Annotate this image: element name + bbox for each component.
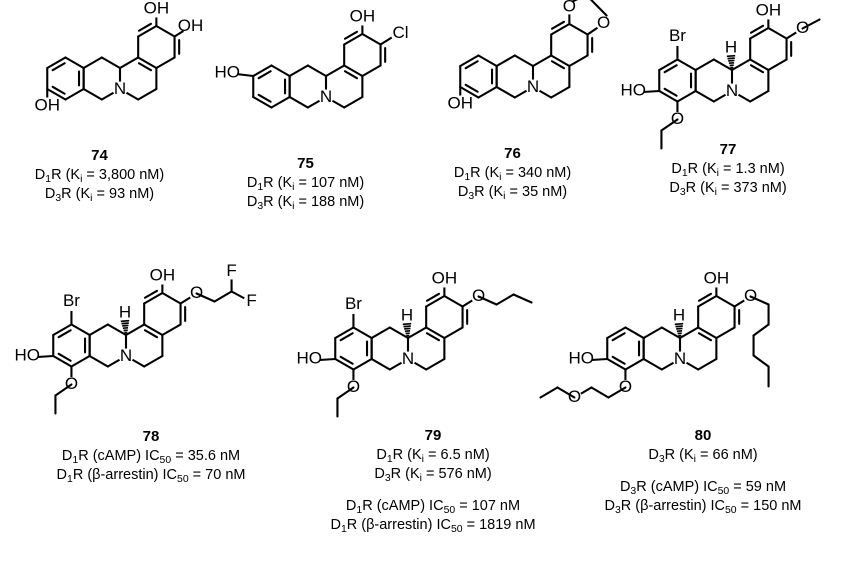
caption-line: D1R (Ki = 3,800 nM) — [34, 167, 165, 185]
atom-label: N — [114, 79, 126, 98]
compound-number-76: 76 — [504, 145, 521, 162]
atom-label: N — [402, 349, 414, 368]
caption-line: D1R (cAMP) IC50 = 107 nM — [345, 498, 521, 516]
atom-label: OH — [350, 6, 376, 25]
caption-line: D3R (Ki = 35 nM) — [457, 184, 568, 202]
atom-label: H — [401, 305, 413, 324]
caption-line: D3R (Ki = 66 nM) — [648, 447, 758, 465]
atom-label: OH — [144, 0, 170, 17]
compound-number-80: 80 — [694, 427, 712, 444]
compound-number-75: 75 — [297, 155, 314, 172]
caption-line: D1R (Ki = 340 nM) — [453, 165, 572, 183]
compound-number-79: 79 — [424, 427, 442, 444]
atom-label: F — [246, 291, 256, 310]
compound-number-74: 74 — [91, 147, 108, 164]
caption-line: D3R (cAMP) IC50 = 59 nM — [619, 479, 787, 497]
atom-label: OH — [432, 268, 458, 287]
caption-line: D1R (Ki = 6.5 nM) — [376, 447, 490, 465]
atom-label: HO — [297, 348, 323, 367]
atom-label: HO — [621, 80, 647, 99]
atom-label: N — [120, 346, 132, 365]
caption-line: D1R (β-arrestin) IC50 = 1819 nM — [330, 517, 536, 535]
atom-label: OH — [704, 268, 730, 287]
compound-number-78: 78 — [142, 428, 160, 445]
atom-label: HO — [215, 62, 241, 81]
atom-label: Br — [345, 294, 362, 313]
atom-label: OH — [448, 93, 474, 112]
atom-label: Cl — [393, 23, 409, 42]
atom-label: Br — [63, 291, 80, 310]
atom-label: OH — [756, 0, 782, 19]
atom-label: F — [226, 261, 236, 280]
atom-label: OH — [150, 265, 176, 284]
atom-label: HO — [569, 348, 595, 367]
caption-line: D1R (Ki = 1.3 nM) — [671, 161, 785, 179]
caption-line: D3R (Ki = 373 nM) — [669, 180, 787, 198]
caption-line: D3R (Ki = 93 nM) — [44, 186, 155, 204]
structure-74: N OH OH OH — [35, 0, 204, 115]
structure-76: N O O OH — [448, 0, 612, 113]
atom-label: O — [563, 0, 576, 15]
atom-label: N — [320, 87, 332, 106]
caption-spacer — [288, 484, 578, 497]
atom-label: Br — [669, 26, 686, 45]
atom-label: H — [673, 305, 685, 324]
caption-spacer — [560, 465, 846, 478]
atom-label: OH — [35, 95, 61, 114]
caption-line: D1R (Ki = 107 nM) — [246, 175, 365, 193]
caption-line: D3R (Ki = 576 nM) — [374, 466, 492, 484]
atom-label: OH — [178, 16, 204, 35]
caption-line: D1R (cAMP) IC50 = 35.6 nM — [61, 448, 241, 466]
compound-number-77: 77 — [719, 141, 737, 158]
atom-label: N — [527, 77, 539, 96]
atom-label: N — [674, 349, 686, 368]
atom-label: H — [725, 37, 737, 56]
caption-line: D1R (β-arrestin) IC50 = 70 nM — [56, 467, 246, 485]
atom-label: N — [726, 81, 738, 100]
bonds-74: N OH OH OH — [35, 0, 204, 115]
atom-label: O — [597, 13, 610, 32]
atom-label: HO — [15, 345, 41, 364]
caption-line: D3R (Ki = 188 nM) — [246, 194, 365, 212]
bonds-76: N O O OH — [448, 0, 612, 113]
caption-line: D3R (β-arrestin) IC50 = 150 nM — [604, 498, 802, 516]
atom-label: H — [119, 302, 131, 321]
